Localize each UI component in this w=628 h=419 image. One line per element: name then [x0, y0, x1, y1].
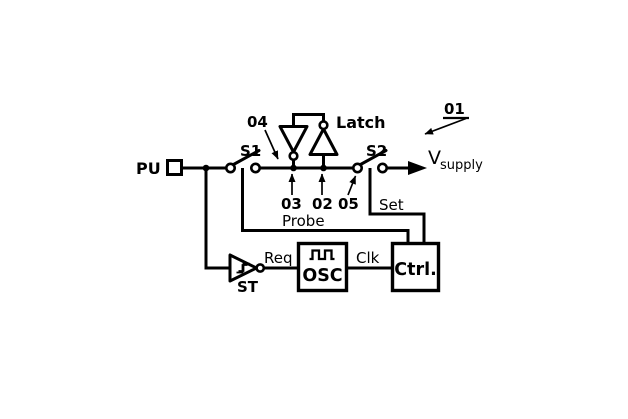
ctrl-label: Ctrl. [394, 260, 437, 280]
s1-lever-icon [232, 149, 261, 166]
inverter-down-bubble-icon [288, 150, 299, 162]
osc-box [296, 241, 349, 293]
st-label: ST [237, 278, 259, 296]
vsupply-subscript: supply [440, 158, 483, 173]
probe-label: Probe [282, 212, 325, 230]
pu-input: PU [136, 159, 227, 178]
s2-lever-icon [359, 149, 388, 166]
set-label: Set [379, 196, 404, 214]
ref-02-label: 02 [312, 195, 333, 213]
ref-01-label: 01 [444, 100, 465, 118]
ref-05-label: 05 [338, 195, 359, 213]
ref-03-label: 03 [281, 195, 302, 213]
ctrl-box [390, 241, 441, 293]
s2-label: S2 [366, 142, 387, 160]
wire-probe [241, 168, 410, 244]
switch-s2: S2 [351, 142, 388, 174]
ref-01: 01 [424, 100, 469, 135]
ctrl-block: Ctrl. [390, 241, 441, 293]
set-path: Set [368, 168, 426, 244]
pu-label: PU [136, 159, 161, 178]
s2-contact-left-icon [351, 162, 363, 174]
clock-wave-icon [309, 249, 335, 261]
ref-02: 02 [312, 173, 333, 213]
vsupply-arrowhead-icon [408, 161, 427, 175]
ref-05: 05 [338, 175, 359, 213]
s1-contact-right-icon [250, 162, 262, 174]
st-inverter: ST [204, 168, 266, 296]
s1-contact-left-icon [225, 162, 237, 174]
hysteresis-icon [236, 262, 250, 274]
osc-block: OSC [296, 241, 349, 293]
ref-05-arrow-icon [347, 175, 357, 196]
s1-label: S1 [240, 142, 261, 160]
inverter-down-icon [278, 125, 309, 154]
inverter-up-bubble-icon [318, 120, 329, 131]
clk-wire: Clk [346, 249, 393, 270]
ref-03: 03 [281, 173, 302, 213]
latch-label: Latch [336, 113, 386, 132]
clk-label: Clk [356, 249, 380, 267]
ref-04-arrow-icon [264, 129, 279, 160]
wire-set [368, 168, 426, 244]
pu-pad-icon [166, 159, 183, 176]
inverter-up-icon [308, 127, 339, 156]
ref-04-label: 04 [247, 113, 268, 131]
probe-path: Probe [241, 168, 410, 244]
req-label: Req [264, 249, 293, 267]
vsupply-output: V supply [386, 147, 483, 175]
osc-label: OSC [302, 266, 342, 286]
s2-contact-right-icon [376, 162, 388, 174]
req-wire: Req [263, 249, 299, 270]
ref-04: 04 [247, 113, 279, 160]
wire-pu-to-st [204, 168, 230, 270]
ref-01-arrow-icon [424, 117, 467, 135]
wire-latch-bridge [292, 113, 325, 127]
switch-s1: S1 [225, 142, 262, 174]
latch-block: Latch [278, 113, 386, 168]
vsupply-label: V [428, 147, 441, 169]
st-bubble-icon [255, 263, 266, 273]
